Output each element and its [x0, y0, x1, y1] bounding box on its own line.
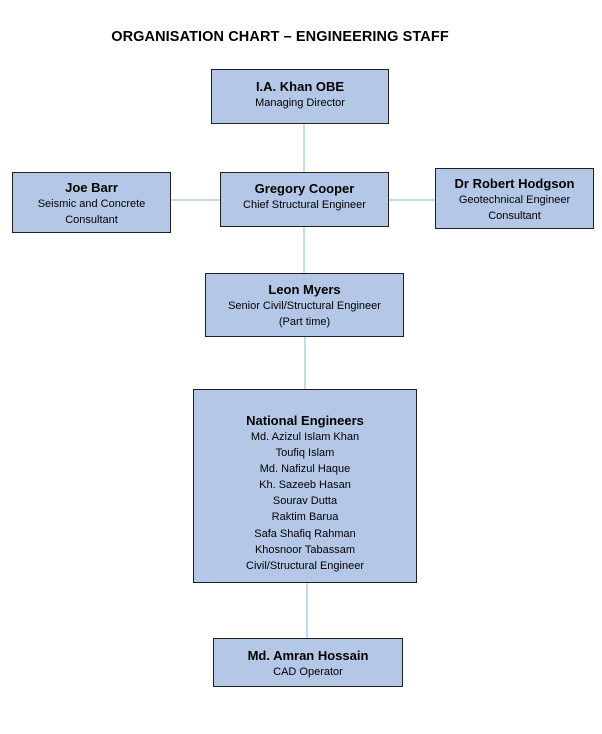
node-role-secondary: Consultant [488, 210, 541, 222]
node-managing-director: I.A. Khan OBE Managing Director [211, 69, 389, 124]
node-name: Md. Amran Hossain [247, 648, 369, 663]
node-chief-structural-engineer: Gregory Cooper Chief Structural Engineer [220, 172, 389, 227]
member-name: Md. Nafizul Haque [259, 463, 351, 476]
node-cad-operator: Md. Amran Hossain CAD Operator [213, 638, 403, 687]
chart-title: ORGANISATION CHART – ENGINEERING STAFF [111, 29, 449, 45]
member-name: Kh. Sazeeb Hasan [259, 479, 351, 492]
node-role: CAD Operator [273, 666, 343, 678]
node-name: Dr Robert Hodgson [454, 176, 575, 191]
node-name: National Engineers [246, 413, 364, 428]
node-role: Seismic and Concrete [37, 198, 146, 210]
node-name: Gregory Cooper [254, 181, 355, 196]
member-name: Toufiq Islam [275, 447, 335, 460]
member-name: Sourav Dutta [272, 495, 338, 508]
node-geotechnical-consultant: Dr Robert Hodgson Geotechnical Engineer … [435, 168, 594, 229]
node-role-secondary: Consultant [65, 214, 118, 226]
node-seismic-consultant: Joe Barr Seismic and Concrete Consultant [12, 172, 171, 233]
node-role: Geotechnical Engineer [458, 194, 571, 206]
node-national-engineers: National Engineers Md. Azizul Islam Khan… [193, 389, 417, 583]
node-role-secondary: (Part time) [278, 316, 331, 328]
member-name: Md. Azizul Islam Khan [250, 431, 360, 443]
node-name: Leon Myers [268, 282, 341, 297]
node-senior-engineer: Leon Myers Senior Civil/Structural Engin… [205, 273, 404, 337]
node-role: Managing Director [255, 97, 345, 109]
node-name: I.A. Khan OBE [255, 79, 345, 94]
member-name: Khosnoor Tabassam [254, 543, 356, 556]
member-name: Safa Shafiq Rahman [254, 527, 356, 540]
node-role: Chief Structural Engineer [243, 199, 366, 211]
node-role: Senior Civil/Structural Engineer [228, 300, 381, 312]
member-name: Raktim Barua [271, 511, 339, 524]
node-role: Civil/Structural Engineer [246, 559, 364, 572]
node-name: Joe Barr [65, 180, 118, 195]
